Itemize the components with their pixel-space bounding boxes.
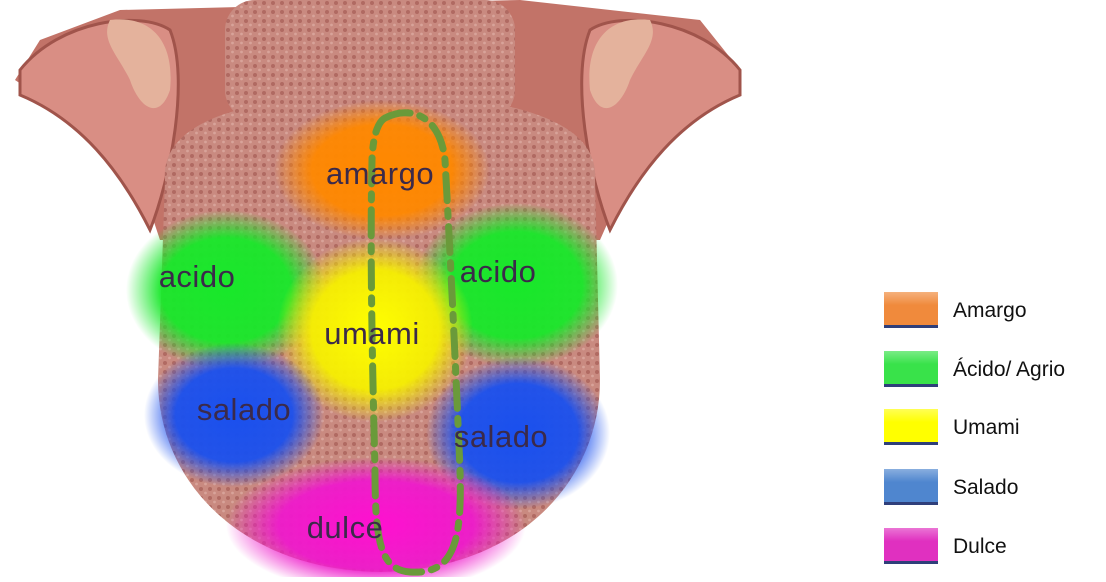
legend-swatch xyxy=(884,469,938,505)
legend-item-salado: Salado xyxy=(884,469,1106,509)
label-amargo: amargo xyxy=(326,156,434,192)
label-umami: umami xyxy=(324,316,420,352)
label-salado-right: salado xyxy=(454,419,548,455)
legend-label: Ácido/ Agrio xyxy=(953,358,1065,382)
tongue-illustration xyxy=(0,0,760,577)
legend-item-acido: Ácido/ Agrio xyxy=(884,351,1106,391)
legend-label: Amargo xyxy=(953,299,1027,323)
label-dulce: dulce xyxy=(307,510,384,546)
label-salado-left: salado xyxy=(197,392,291,428)
tongue-diagram: amargo acido acido umami salado salado d… xyxy=(0,0,760,577)
label-acido-right: acido xyxy=(460,254,537,290)
legend-swatch xyxy=(884,409,938,445)
legend-item-dulce: Dulce xyxy=(884,528,1106,568)
legend-swatch xyxy=(884,292,938,328)
legend-label: Salado xyxy=(953,476,1018,500)
legend-label: Dulce xyxy=(953,535,1007,559)
label-acido-left: acido xyxy=(159,259,236,295)
legend-swatch xyxy=(884,351,938,387)
legend-item-umami: Umami xyxy=(884,409,1106,449)
legend-label: Umami xyxy=(953,416,1020,440)
legend-item-amargo: Amargo xyxy=(884,292,1106,332)
legend-swatch xyxy=(884,528,938,564)
